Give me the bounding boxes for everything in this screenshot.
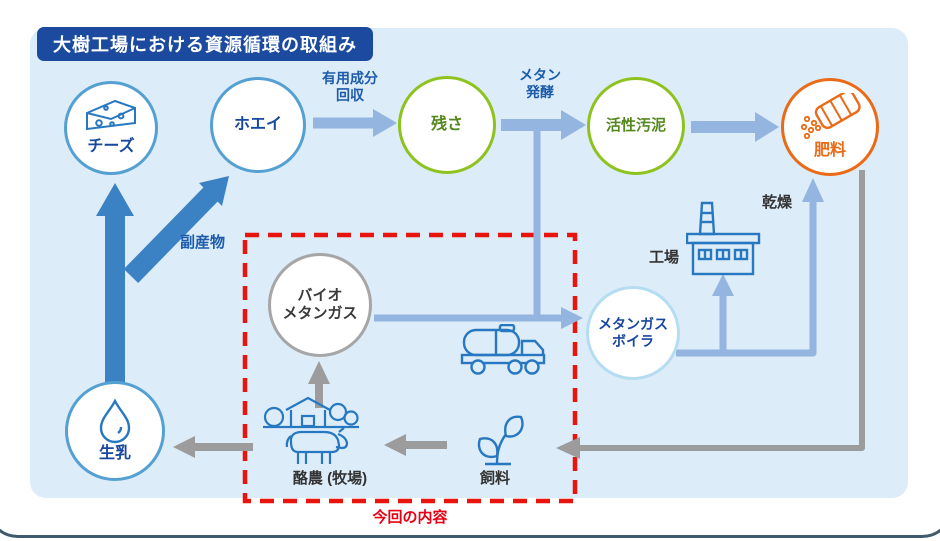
label-dairy-farm: 酪農 (牧場) <box>292 470 368 487</box>
node-whey-label: ホエイ <box>233 116 282 134</box>
arrow-feed-farm <box>384 434 447 456</box>
node-boiler: メタンガス ボイラ <box>586 286 680 380</box>
label-useful-recovery-line1: 有用成分 <box>322 70 378 86</box>
node-fertilizer-label: 肥料 <box>813 142 846 160</box>
label-methane-fermentation-line1: メタン <box>519 67 561 83</box>
label-drying: 乾燥 <box>762 194 793 211</box>
plant-icon <box>477 415 524 466</box>
label-useful-recovery-line2: 回収 <box>336 87 364 104</box>
label-methane-fermentation-line2: 発酵 <box>526 84 554 101</box>
label-byproduct: 副産物 <box>180 234 226 251</box>
node-biogas-label-line2: メタンガス <box>282 305 358 322</box>
truck-icon <box>460 324 546 375</box>
node-milk: 生乳 <box>65 381 165 481</box>
arrow-boiler-factory <box>712 274 734 353</box>
arrow-farm-milk <box>173 436 253 458</box>
label-methane-fermentation: メタン 発酵 <box>495 67 585 101</box>
farm-icon <box>263 396 359 464</box>
node-cheese: チーズ <box>64 81 158 175</box>
arrow-whey-residue <box>313 109 397 137</box>
node-biogas-label-line1: バイオ <box>297 287 343 304</box>
arrow-milk-cheese <box>96 183 134 390</box>
cheese-icon <box>86 100 136 131</box>
node-boiler-label-line1: メタンガス <box>598 316 668 333</box>
milk-drop-icon <box>99 398 131 444</box>
diagram-title: 大樹工場における資源循環の取組み <box>37 27 373 61</box>
node-fertilizer: 肥料 <box>781 78 879 176</box>
arrow-byproduct-whey <box>123 176 229 283</box>
label-factory: 工場 <box>649 249 680 266</box>
node-cheese-label: チーズ <box>87 138 135 156</box>
node-milk-label: 生乳 <box>98 445 131 463</box>
node-biogas: バイオ メタンガス <box>268 253 372 357</box>
node-boiler-label-line2: ボイラ <box>612 333 654 349</box>
arrow-residue-sludge <box>501 110 586 140</box>
node-residue-label: 残さ <box>430 116 463 134</box>
node-sludge: 活性汚泥 <box>587 77 685 175</box>
node-sludge-label: 活性汚泥 <box>605 117 666 134</box>
node-residue: 残さ <box>398 76 496 174</box>
node-whey: ホエイ <box>210 77 306 173</box>
factory-icon <box>686 201 761 276</box>
label-useful-recovery: 有用成分 回収 <box>300 70 400 104</box>
highlight-caption: 今回の内容 <box>372 509 448 526</box>
fertilizer-bag-icon <box>800 93 861 140</box>
label-feed: 飼料 <box>479 470 510 487</box>
arrow-sludge-fertilizer <box>691 112 779 142</box>
